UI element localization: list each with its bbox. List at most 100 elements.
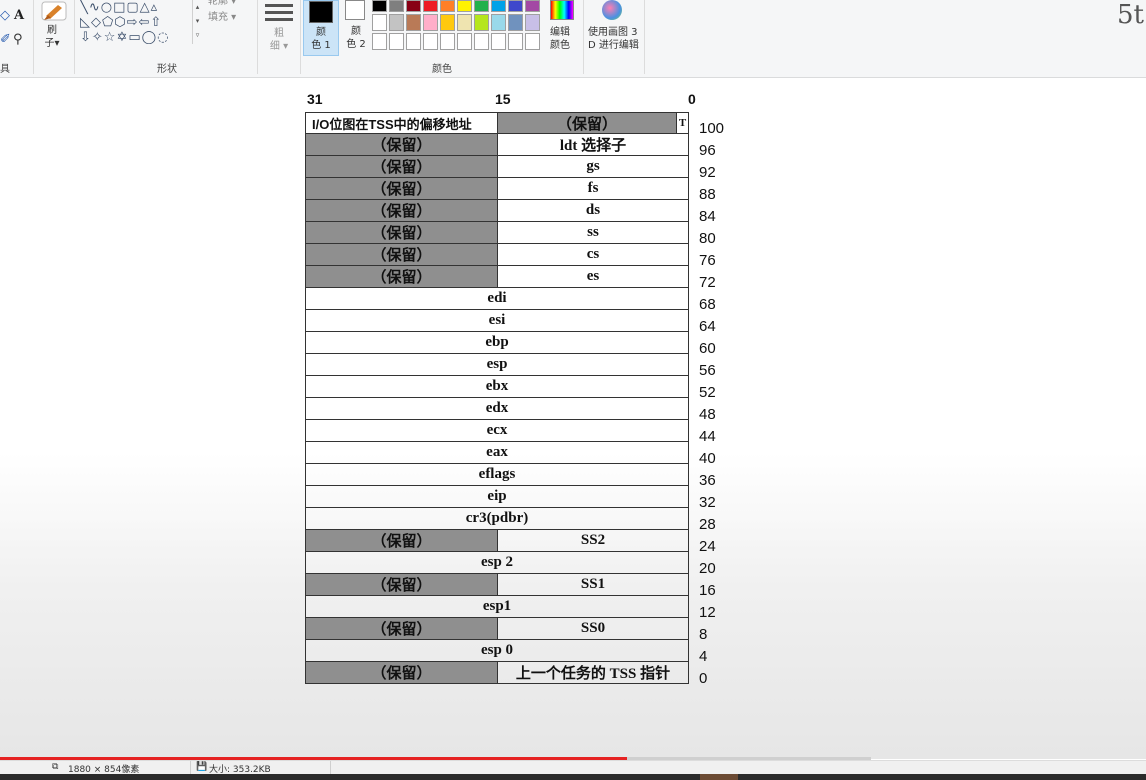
tss-row: ecx bbox=[305, 420, 689, 442]
magnifier-icon[interactable]: ⚲ bbox=[13, 32, 23, 47]
paint3d-icon[interactable] bbox=[602, 0, 622, 20]
tss-row: I/O位图在TSS中的偏移地址（保留）T bbox=[305, 112, 689, 134]
palette-row bbox=[372, 14, 548, 31]
palette-color-swatch[interactable] bbox=[440, 14, 455, 31]
edit-colors-icon[interactable] bbox=[550, 0, 574, 20]
video-progress-bar[interactable] bbox=[0, 757, 627, 760]
palette-color-swatch[interactable] bbox=[423, 0, 438, 12]
tss-row: esp 2 bbox=[305, 552, 689, 574]
line-size-icon bbox=[262, 4, 296, 21]
palette-color-swatch[interactable] bbox=[508, 14, 523, 31]
file-size: 大小: 353.2KB bbox=[209, 765, 271, 775]
tss-offset-label: 76 bbox=[699, 252, 716, 269]
palette-color-swatch[interactable] bbox=[457, 14, 472, 31]
tss-row: esp 0 bbox=[305, 640, 689, 662]
palette-color-swatch[interactable] bbox=[423, 14, 438, 31]
color-1-button[interactable]: 颜 色 1 bbox=[303, 0, 339, 56]
palette-color-swatch[interactable] bbox=[525, 0, 540, 12]
color-2-button[interactable]: 颜 色 2 bbox=[341, 0, 373, 56]
tss-field: edi bbox=[487, 290, 507, 306]
status-bar: ⧉ 1880 × 854像素 💾 大小: 353.2KB bbox=[0, 760, 1146, 775]
tss-row: （保留）SS1 bbox=[305, 574, 689, 596]
palette-color-swatch[interactable] bbox=[491, 33, 506, 50]
palette-color-swatch[interactable] bbox=[474, 0, 489, 12]
palette-color-swatch[interactable] bbox=[525, 33, 540, 50]
size-label: 粗 细 ▾ bbox=[269, 28, 289, 52]
palette-color-swatch[interactable] bbox=[508, 33, 523, 50]
tss-row: ebp bbox=[305, 332, 689, 354]
tss-field: ebp bbox=[485, 334, 509, 350]
tss-offset-label: 52 bbox=[699, 384, 716, 401]
palette-color-swatch[interactable] bbox=[389, 0, 404, 12]
ribbon-toolbar: ◇ A ✐ ⚲ 具 刷 子▾ ╲∿○□▢△▵ ◺◇⬠⬡⇨⇦⇧ ⇩✧☆✡▭◯◌ ▴… bbox=[0, 0, 1146, 78]
divider bbox=[190, 761, 191, 775]
tss-field: eax bbox=[486, 444, 508, 460]
tss-row: （保留）ldt 选择子 bbox=[305, 134, 689, 156]
tss-row: （保留）es bbox=[305, 266, 689, 288]
palette-color-swatch[interactable] bbox=[474, 33, 489, 50]
palette-color-swatch[interactable] bbox=[508, 0, 523, 12]
palette-color-swatch[interactable] bbox=[372, 14, 387, 31]
brush-icon bbox=[41, 1, 67, 21]
tss-row: eip bbox=[305, 486, 689, 508]
divider bbox=[257, 0, 258, 74]
fill-bucket-icon[interactable]: ◇ bbox=[0, 8, 10, 23]
color-picker-icon[interactable]: ✐ bbox=[0, 32, 11, 47]
palette-color-swatch[interactable] bbox=[406, 33, 421, 50]
palette-color-swatch[interactable] bbox=[457, 33, 472, 50]
outline-button[interactable]: 轮廓 ▾ bbox=[208, 0, 237, 7]
palette-color-swatch[interactable] bbox=[406, 0, 421, 12]
tss-row: ebx bbox=[305, 376, 689, 398]
palette-color-swatch[interactable] bbox=[440, 0, 455, 12]
palette-color-swatch[interactable] bbox=[423, 33, 438, 50]
palette-color-swatch[interactable] bbox=[406, 14, 421, 31]
tss-offset-label: 84 bbox=[699, 208, 716, 225]
divider bbox=[74, 0, 75, 74]
paint3d-label[interactable]: 使用画图 3 D 进行编辑 bbox=[588, 27, 639, 51]
tss-offset-label: 32 bbox=[699, 494, 716, 511]
video-buffer-bar bbox=[627, 757, 871, 760]
edit-colors-label[interactable]: 编辑 颜色 bbox=[550, 27, 570, 51]
tss-offset-label: 4 bbox=[699, 648, 708, 665]
shapes-gallery[interactable]: ╲∿○□▢△▵ ◺◇⬠⬡⇨⇦⇧ ⇩✧☆✡▭◯◌ bbox=[80, 0, 200, 44]
palette-row bbox=[372, 0, 548, 12]
divider bbox=[644, 0, 645, 74]
shape-row[interactable]: ◺◇⬠⬡⇨⇦⇧ bbox=[80, 15, 163, 30]
tss-offset-label: 56 bbox=[699, 362, 716, 379]
brushes-button[interactable] bbox=[40, 0, 68, 22]
tss-row: edi bbox=[305, 288, 689, 310]
palette-color-swatch[interactable] bbox=[440, 33, 455, 50]
tss-field: ebx bbox=[485, 378, 509, 394]
colors-group-label: 颜色 bbox=[432, 64, 452, 75]
bit-label-31: 31 bbox=[307, 91, 323, 107]
palette-color-swatch[interactable] bbox=[389, 14, 404, 31]
palette-color-swatch[interactable] bbox=[457, 0, 472, 12]
tss-row: esi bbox=[305, 310, 689, 332]
palette-color-swatch[interactable] bbox=[491, 14, 506, 31]
tss-row: eflags bbox=[305, 464, 689, 486]
palette-color-swatch[interactable] bbox=[372, 0, 387, 12]
size-button[interactable]: 粗 细 ▾ bbox=[262, 0, 296, 53]
tss-row: （保留）gs bbox=[305, 156, 689, 178]
tss-field: ecx bbox=[486, 422, 508, 438]
tss-offset-label: 44 bbox=[699, 428, 716, 445]
shape-row[interactable]: ⇩✧☆✡▭◯◌ bbox=[80, 30, 170, 44]
tss-row: eax bbox=[305, 442, 689, 464]
taskbar-active-item[interactable] bbox=[700, 774, 738, 780]
palette-color-swatch[interactable] bbox=[474, 14, 489, 31]
fill-button[interactable]: 填充 ▾ bbox=[208, 12, 237, 23]
text-tool-icon[interactable]: A bbox=[14, 8, 25, 23]
tss-offset-label: 64 bbox=[699, 318, 716, 335]
shape-row[interactable]: ╲∿○□▢△▵ bbox=[80, 0, 159, 15]
tss-offset-label: 100 bbox=[699, 120, 725, 137]
palette-color-swatch[interactable] bbox=[491, 0, 506, 12]
tss-row: esp1 bbox=[305, 596, 689, 618]
tss-field: es bbox=[497, 266, 688, 287]
palette-color-swatch[interactable] bbox=[372, 33, 387, 50]
tss-field: SS0 bbox=[497, 618, 688, 639]
tss-row: cr3(pdbr) bbox=[305, 508, 689, 530]
shapes-scroll-button[interactable]: ▴▾▿ bbox=[192, 0, 202, 44]
palette-color-swatch[interactable] bbox=[525, 14, 540, 31]
palette-color-swatch[interactable] bbox=[389, 33, 404, 50]
